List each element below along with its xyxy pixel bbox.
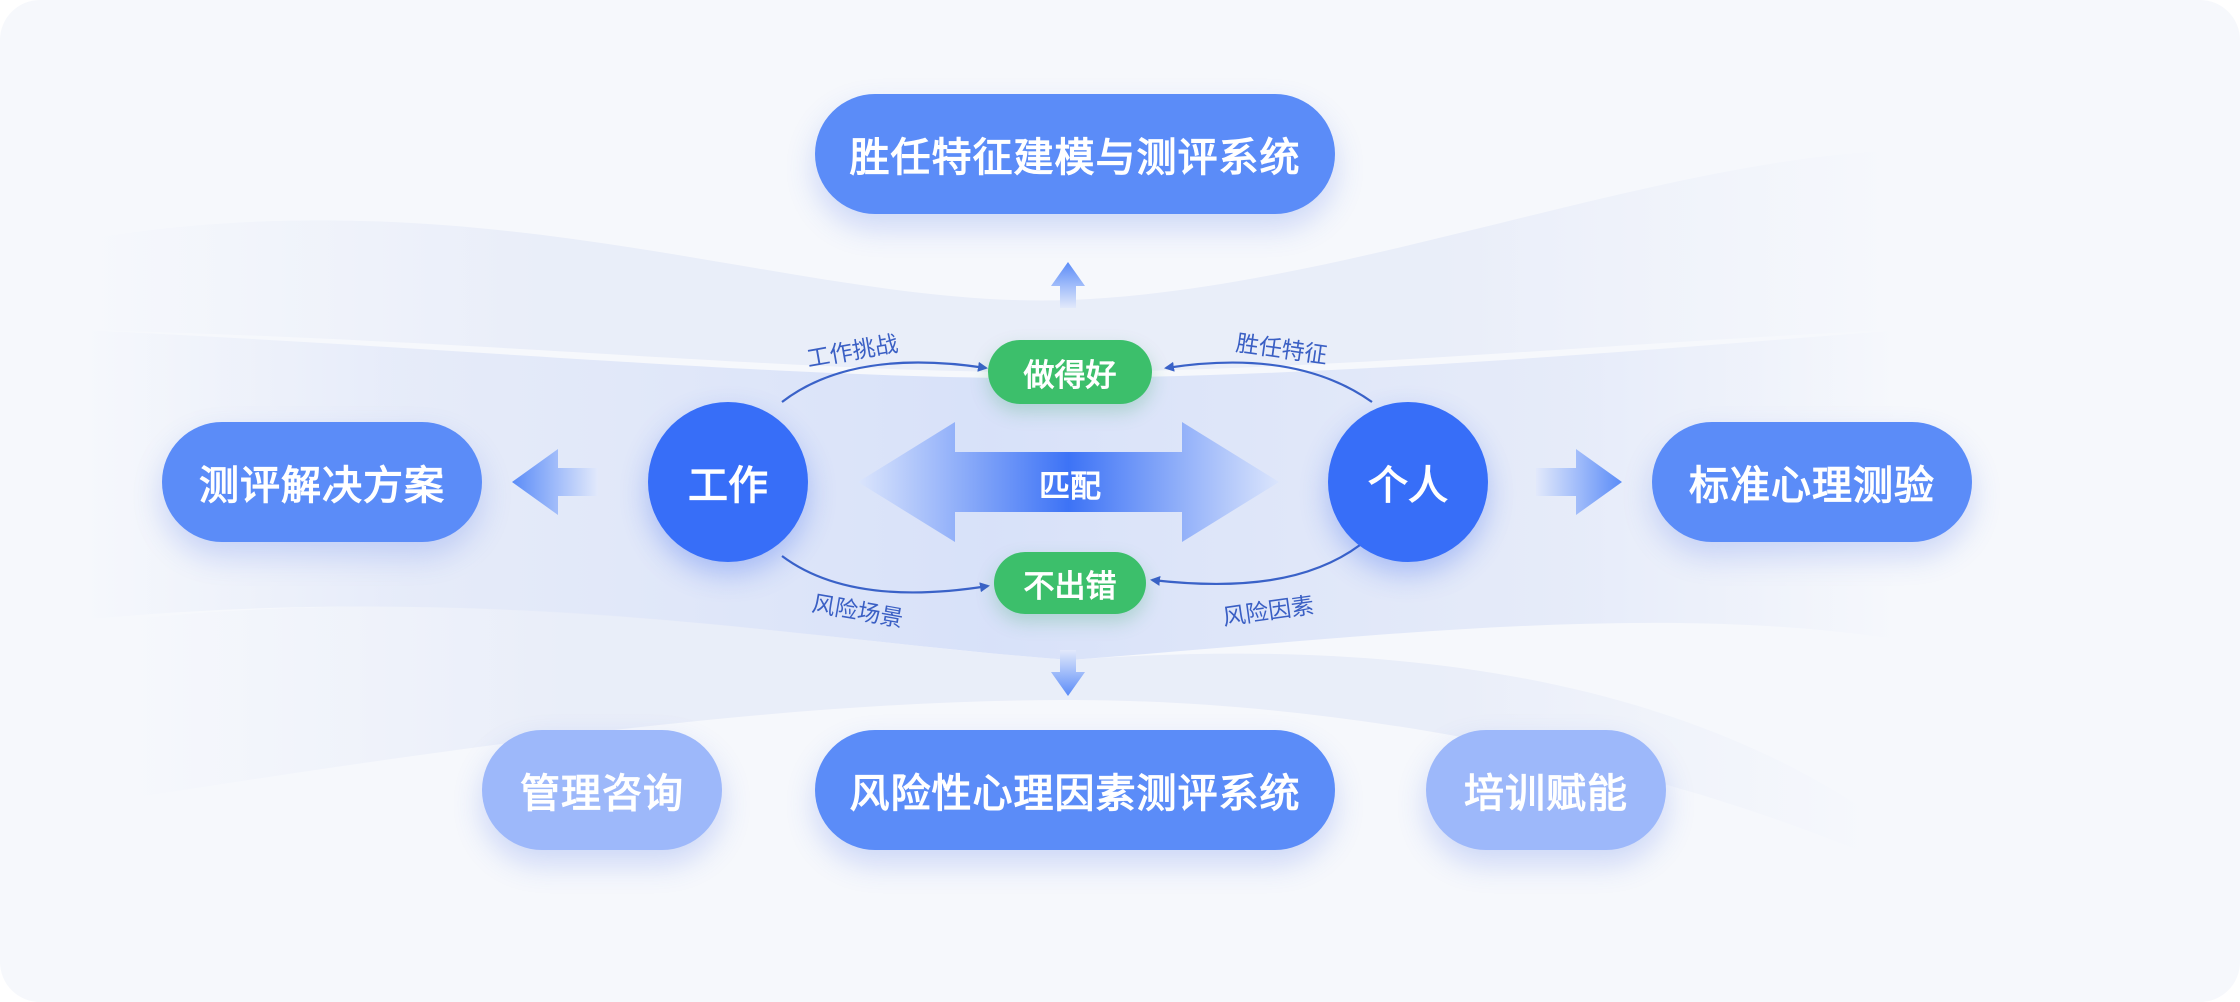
left-solution-label: 测评解决方案 — [199, 463, 445, 509]
management-consulting-pill: 管理咨询 — [482, 730, 722, 850]
arc-competency-traits — [1164, 361, 1373, 403]
arc-risk-scenarios — [781, 555, 990, 594]
arc-work-challenge — [781, 361, 988, 403]
match-label: 匹配 — [1039, 468, 1101, 505]
person-node: 个人 — [1328, 402, 1488, 562]
training-empowerment-label: 培训赋能 — [1464, 771, 1628, 817]
no-mistakes-badge: 不出错 — [994, 552, 1146, 614]
left-solution-pill: 测评解决方案 — [162, 422, 482, 542]
upper-band — [80, 150, 1900, 373]
bottom-system-pill: 风险性心理因素测评系统 — [815, 730, 1335, 850]
no-mistakes-label: 不出错 — [1023, 568, 1117, 605]
top-system-pill: 胜任特征建模与测评系统 — [815, 94, 1335, 214]
training-empowerment-pill: 培训赋能 — [1426, 730, 1666, 850]
work-node-label: 工作 — [688, 463, 768, 509]
do-well-badge: 做得好 — [988, 340, 1152, 404]
down-arrow — [1051, 650, 1085, 696]
person-node-label: 个人 — [1368, 463, 1448, 509]
up-arrow — [1051, 262, 1085, 308]
lower-band — [120, 606, 1880, 860]
arc-risk-factors — [1150, 544, 1361, 586]
bottom-system-label: 风险性心理因素测评系统 — [849, 771, 1301, 817]
work-node: 工作 — [648, 402, 808, 562]
top-system-label: 胜任特征建模与测评系统 — [849, 135, 1301, 181]
match-double-arrow — [858, 422, 1279, 542]
do-well-label: 做得好 — [1023, 357, 1117, 394]
left-arrow — [512, 449, 598, 515]
management-consulting-label: 管理咨询 — [520, 771, 684, 817]
right-solution-pill: 标准心理测验 — [1652, 422, 1972, 542]
right-arrow — [1536, 449, 1622, 515]
right-solution-label: 标准心理测验 — [1689, 463, 1935, 509]
